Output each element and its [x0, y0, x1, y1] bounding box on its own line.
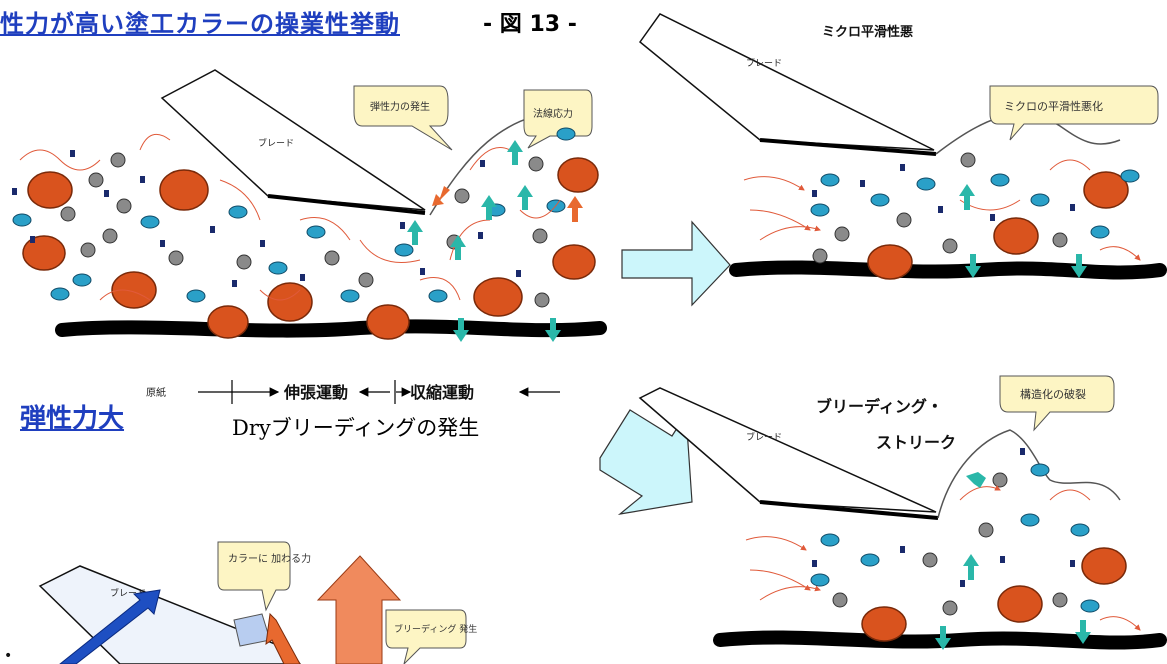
polymer-chains — [19, 133, 561, 301]
page-title: 性力が高い塗工カラーの操業性挙動 — [0, 10, 400, 38]
blade-label: ブレード — [746, 57, 782, 69]
callout-force-label: カラーに 加わる力 — [228, 552, 311, 565]
blue-blade-arrow — [59, 589, 161, 664]
callout-micro-smoothness: ミクロの平滑性悪化 — [989, 85, 1159, 141]
large-elasticity-heading: 弾性力大 — [20, 404, 125, 434]
callout-force-on-color: カラーに 加わる力 — [217, 541, 311, 612]
polymer-chains — [743, 159, 1141, 261]
blade: ブレード — [638, 387, 939, 520]
callout-bleeding-label: ブリーディング 発生 — [394, 623, 477, 635]
bottom-right-panel: ブリーディング・ ストリーク ブレード 構造化の破裂 — [638, 375, 1167, 650]
force-orange-arrow — [265, 612, 301, 664]
bottom-right-header-line1: ブリーディング・ — [816, 397, 943, 416]
normal-stress-arrows — [959, 184, 1087, 278]
dry-bleeding-caption: Dryブリーディングの発生 — [232, 416, 480, 440]
pigment-particles — [861, 547, 1127, 642]
polymer-dots — [12, 150, 521, 287]
flow-arrow-down-right — [599, 409, 693, 515]
partial-label-fragment: • — [4, 648, 12, 664]
callout-bleeding: ブリーディング 発生 — [385, 609, 477, 664]
blue-particles — [810, 169, 1140, 239]
blade-label: ブレード — [746, 431, 782, 443]
normal-stress-arrows — [407, 140, 533, 260]
top-right-header: ミクロ平滑性悪 — [822, 24, 913, 40]
callout-structure-label: 構造化の破裂 — [1020, 387, 1086, 401]
callout-normal-stress: 法線応力 — [523, 89, 593, 149]
blade: ブレード — [160, 69, 426, 215]
bleeding-up-arrow — [316, 555, 402, 664]
figure-label: - 図 13 - — [483, 12, 577, 37]
callout-normal-stress-label: 法線応力 — [533, 107, 573, 120]
polymer-dots — [812, 164, 1075, 221]
grey-particles — [812, 152, 1068, 264]
coating-surface-curve — [937, 429, 1121, 519]
blade-label: ブレード — [258, 137, 294, 149]
polymer-dots — [812, 448, 1075, 587]
flow-arrow-right — [621, 220, 731, 307]
grey-particles — [60, 152, 550, 308]
normal-stress-arrows — [935, 472, 1091, 650]
top-right-panel: ミクロ平滑性悪 ブレード ミクロの平滑性悪化 — [638, 13, 1167, 280]
bottom-right-header-line2: ストリーク — [876, 433, 956, 452]
contraction-motion-label: 収縮運動 — [410, 383, 474, 402]
pigment-particles — [867, 171, 1129, 280]
downward-arrows — [453, 318, 561, 342]
base-paper-line — [729, 260, 1167, 280]
light-blue-wedge — [233, 613, 271, 647]
orange-arrows — [432, 186, 583, 222]
callout-micro-label: ミクロの平滑性悪化 — [1004, 99, 1103, 113]
base-paper-line — [55, 319, 607, 338]
motion-row: 原紙 伸張運動 収縮運動 — [146, 380, 560, 404]
extension-motion-label: 伸張運動 — [283, 383, 348, 402]
base-paper-line — [713, 630, 1167, 650]
callout-structure-break: 構造化の破裂 — [999, 375, 1115, 432]
blue-particles — [810, 463, 1100, 613]
base-paper-label: 原紙 — [146, 386, 166, 399]
blade: ブレード — [638, 13, 937, 156]
callout-force-line: カラーに 加わる力 — [228, 552, 311, 565]
bottom-left-panel: ブレード カラーに 加わる力 ブリーディング 発生 • — [4, 541, 477, 664]
pigment-particles — [22, 157, 599, 340]
callout-elastic-label: 弾性力の発生 — [370, 100, 430, 113]
callout-elastic-force: 弾性力の発生 — [353, 85, 453, 151]
top-left-panel: ブレード 弾性力の発生 法線応力 — [12, 69, 607, 404]
